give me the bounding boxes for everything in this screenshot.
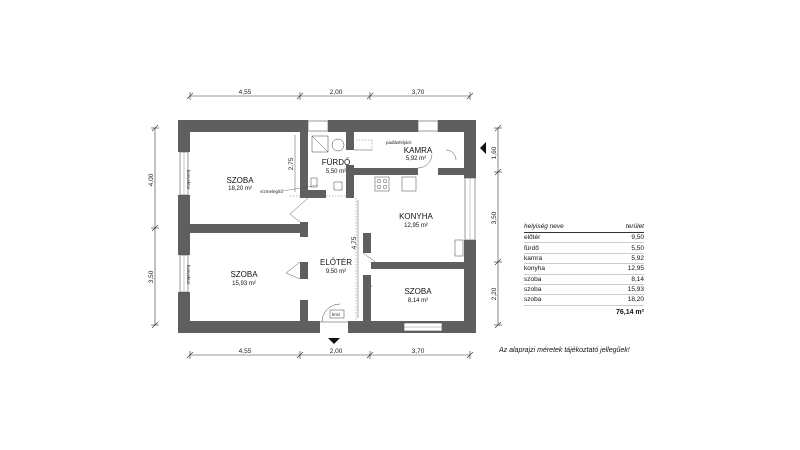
dim-right-1: 1,60 xyxy=(491,146,498,159)
row-name: szoba xyxy=(524,274,595,285)
row-area: 12,95 xyxy=(594,263,644,275)
walls xyxy=(178,120,476,333)
table-header-name: helyiség neve xyxy=(524,223,595,233)
room-name-furdo: FÜRDŐ xyxy=(322,158,350,167)
row-name: konyha xyxy=(524,263,595,275)
dim-inner-1: 2,75 xyxy=(288,157,295,170)
row-area: 5,92 xyxy=(594,253,644,265)
row-area: 18,20 xyxy=(594,294,644,306)
room-area-furdo: 5,50 m² xyxy=(326,169,346,175)
dim-top-2: 2,00 xyxy=(330,89,343,96)
dimension-line-bottom xyxy=(186,351,474,359)
dim-left-1: 4,00 xyxy=(148,173,155,186)
label-vizmelegito: vízmelegítő xyxy=(260,189,284,194)
room-name-szoba-1: SZOBA xyxy=(226,176,254,185)
row-area: 15,93 xyxy=(594,284,644,296)
room-name-kamra: KAMRA xyxy=(404,146,433,155)
dim-right-2: 3,50 xyxy=(491,211,498,224)
row-name: szoba xyxy=(524,294,595,306)
room-area-szoba-3: 8,14 m² xyxy=(408,298,428,304)
table-total-row: 76,14 m² xyxy=(524,304,644,317)
room-area-kamra: 5,92 m² xyxy=(406,156,426,162)
entrance-arrow-icon xyxy=(328,338,340,344)
row-name: előtér xyxy=(524,232,595,244)
side-entrance-arrow-icon xyxy=(480,142,486,154)
bathroom-fixtures xyxy=(310,135,345,191)
row-area: 9,50 xyxy=(594,232,644,244)
dim-bottom-2: 2,00 xyxy=(330,348,343,355)
dimension-line-top xyxy=(186,92,474,100)
label-padlasfeljaro: padlásfeljáró xyxy=(386,140,412,145)
label-konvektor-2: konvektor xyxy=(186,265,191,285)
row-name: szoba xyxy=(524,284,595,296)
dim-bottom-3: 3,70 xyxy=(412,348,425,355)
dim-top-1: 4,55 xyxy=(239,89,252,96)
dim-bottom-1: 4,55 xyxy=(239,348,252,355)
kitchen-fixtures xyxy=(374,176,464,257)
room-name-szoba-2: SZOBA xyxy=(230,270,258,279)
room-area-konyha: 12,95 m² xyxy=(404,223,428,229)
disclaimer-note: Az alaprajzi méretek tájékoztató jellegű… xyxy=(499,347,630,354)
dim-inner-2: 4,75 xyxy=(351,236,358,249)
dimension-line-right xyxy=(494,124,502,329)
dim-right-3: 2,20 xyxy=(491,287,498,300)
dimension-line-left xyxy=(151,124,159,329)
room-name-eloter: ELŐTÉR xyxy=(320,258,352,267)
entrance-door xyxy=(320,303,348,323)
label-kmz: kmz xyxy=(332,312,341,317)
room-area-szoba-2: 15,93 m² xyxy=(232,281,256,287)
room-name-szoba-3: SZOBA xyxy=(404,287,432,296)
label-konvektor-1: konvektor xyxy=(186,170,191,190)
row-name: fürdő xyxy=(524,242,595,254)
row-area: 8,14 xyxy=(594,274,644,285)
room-name-konyha: KONYHA xyxy=(399,212,433,221)
room-area-szoba-1: 18,20 m² xyxy=(228,186,252,192)
dim-left-2: 3,50 xyxy=(148,270,155,283)
table-total: 76,14 m² xyxy=(594,304,644,317)
door-swings xyxy=(285,149,457,288)
room-area-eloter: 9,50 m² xyxy=(326,269,346,275)
dim-top-3: 3,70 xyxy=(412,89,425,96)
table-header-area: terület xyxy=(594,223,644,233)
row-area: 5,50 xyxy=(594,242,644,254)
row-name: kamra xyxy=(524,253,595,265)
